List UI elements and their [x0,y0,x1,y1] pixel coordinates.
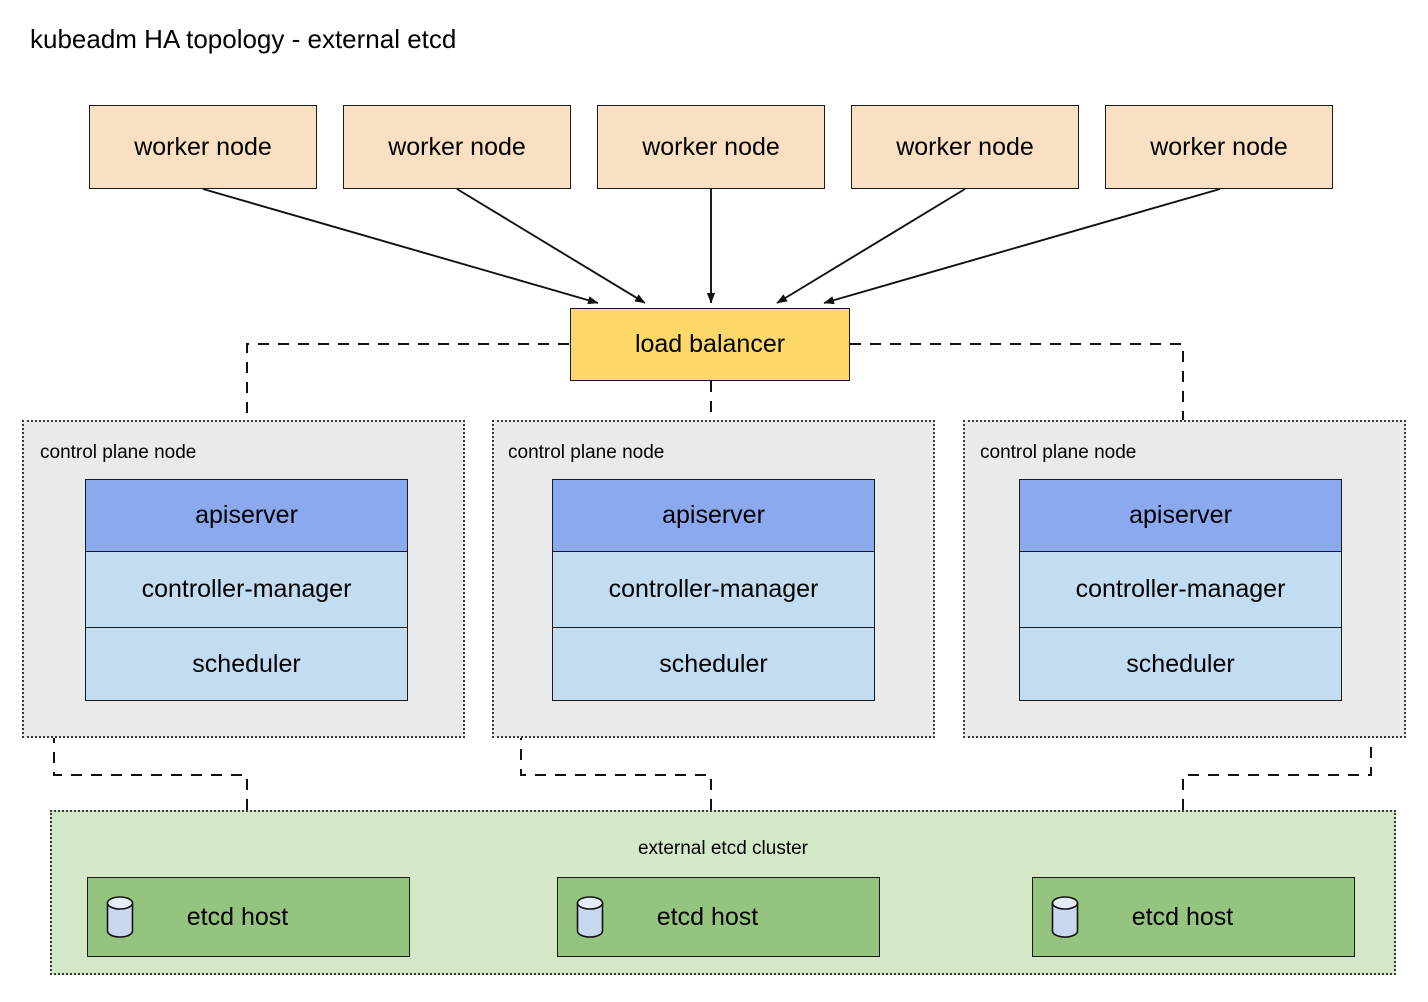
worker-node-label: worker node [896,132,1034,161]
worker-node-3[interactable]: worker node [597,105,825,189]
control-plane-1-apiserver[interactable]: apiserver [85,479,408,552]
database-cylinder-icon [1051,896,1079,938]
control-plane-3-controller-manager[interactable]: controller-manager [1019,551,1342,628]
component-label: scheduler [192,649,301,678]
worker-to-loadbalancer-arrows [202,188,1221,305]
worker-node-label: worker node [642,132,780,161]
etcd-host-2[interactable]: etcd host [557,877,880,957]
control-plane-node-3-label: control plane node [980,442,1137,463]
worker-node-label: worker node [1150,132,1288,161]
control-plane-node-1-label: control plane node [40,442,197,463]
worker-node-2[interactable]: worker node [343,105,571,189]
component-label: controller-manager [1075,575,1286,603]
component-label: controller-manager [141,575,352,603]
worker-node-label: worker node [388,132,526,161]
page-title: kubeadm HA topology - external etcd [30,24,457,54]
component-label: apiserver [662,501,765,529]
control-plane-node-2-label: control plane node [508,442,665,463]
control-plane-2-controller-manager[interactable]: controller-manager [552,551,875,628]
etcd-host-1[interactable]: etcd host [87,877,410,957]
component-label: scheduler [1126,649,1235,678]
etcd-host-label: etcd host [656,902,759,931]
control-plane-1-scheduler[interactable]: scheduler [85,627,408,701]
worker-node-1[interactable]: worker node [89,105,317,189]
load-balancer-label: load balancer [634,330,786,358]
component-label: apiserver [195,501,298,529]
component-label: scheduler [659,649,768,678]
load-balancer-node[interactable]: load balancer [570,308,850,381]
database-cylinder-icon [576,896,604,938]
worker-node-label: worker node [134,132,272,161]
worker-node-5[interactable]: worker node [1105,105,1333,189]
control-plane-2-apiserver[interactable]: apiserver [552,479,875,552]
etcd-host-3[interactable]: etcd host [1032,877,1355,957]
component-label: controller-manager [608,575,819,603]
external-etcd-cluster-label: external etcd cluster [637,838,809,859]
control-plane-3-scheduler[interactable]: scheduler [1019,627,1342,701]
control-plane-1-controller-manager[interactable]: controller-manager [85,551,408,628]
etcd-host-label: etcd host [1131,902,1234,931]
worker-node-4[interactable]: worker node [851,105,1079,189]
external-etcd-cluster[interactable]: external etcd cluster etcd host etcd hos… [50,810,1396,975]
database-cylinder-icon [106,896,134,938]
control-plane-3-apiserver[interactable]: apiserver [1019,479,1342,552]
etcd-host-label: etcd host [186,902,289,931]
component-label: apiserver [1129,501,1232,529]
control-plane-2-scheduler[interactable]: scheduler [552,627,875,701]
